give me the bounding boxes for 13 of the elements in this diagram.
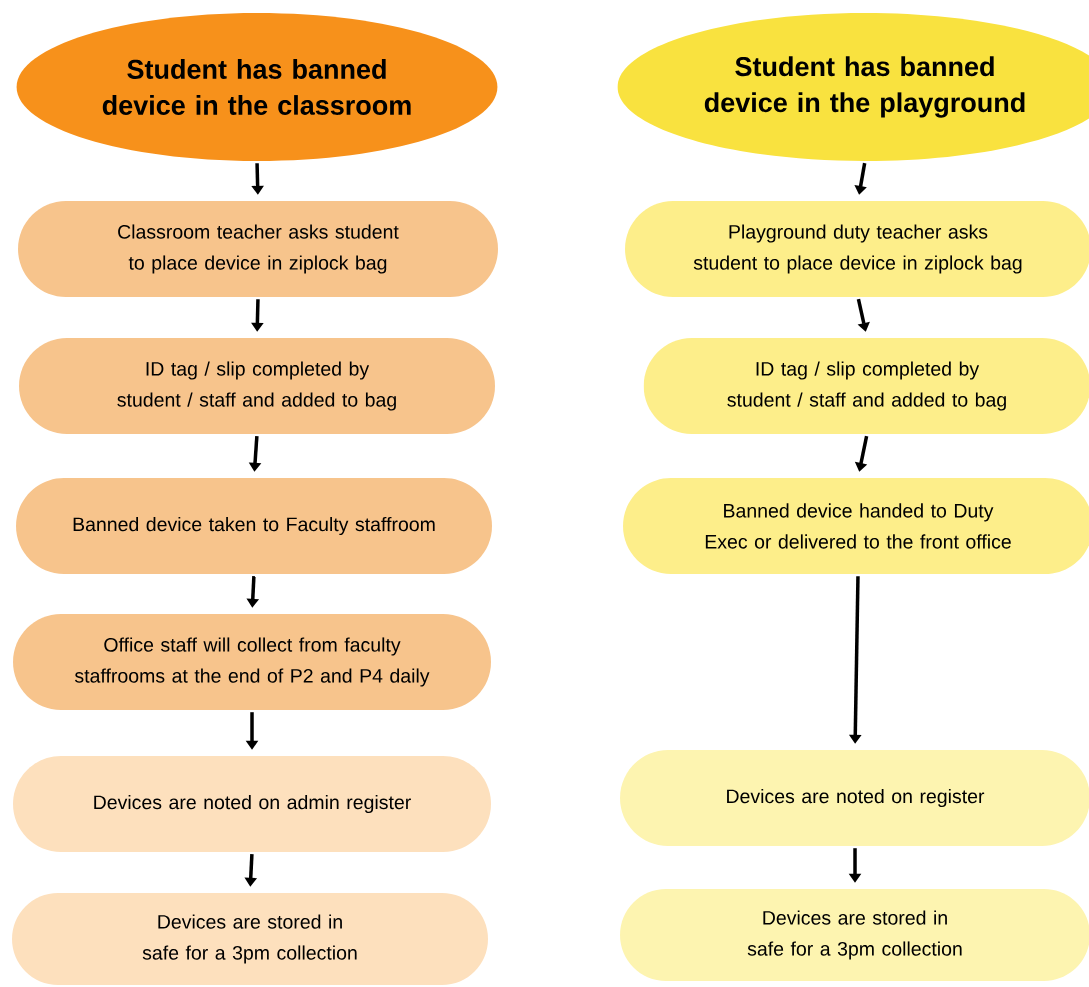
- process-box: Devices are noted on admin register: [13, 756, 491, 852]
- arrow: [856, 298, 870, 332]
- process-box: Banned device handed to Duty Exec or delivered to the front office: [623, 478, 1089, 574]
- process-box: Devices are stored in safe for a 3pm collection: [12, 893, 488, 985]
- process-box: Banned device taken to Faculty staffroom: [16, 478, 492, 574]
- process-box: Devices are noted on register: [620, 750, 1089, 846]
- process-box: Classroom teacher asks student to place device in ziplock bag: [18, 201, 498, 297]
- process-box: ID tag / slip completed by student / staff and added to bag: [19, 338, 495, 434]
- start-oval: Student has banned device in the classroom: [16, 13, 498, 161]
- process-box: Devices are stored in safe for a 3pm collection: [620, 889, 1089, 981]
- process-box: Playground duty teacher asks student to place device in ziplock bag: [625, 201, 1089, 297]
- process-box: Office staff will collect from faculty staffrooms at the end of P2 and P4 daily: [13, 614, 491, 710]
- process-box: ID tag / slip completed by student / staff and added to bag: [643, 338, 1089, 434]
